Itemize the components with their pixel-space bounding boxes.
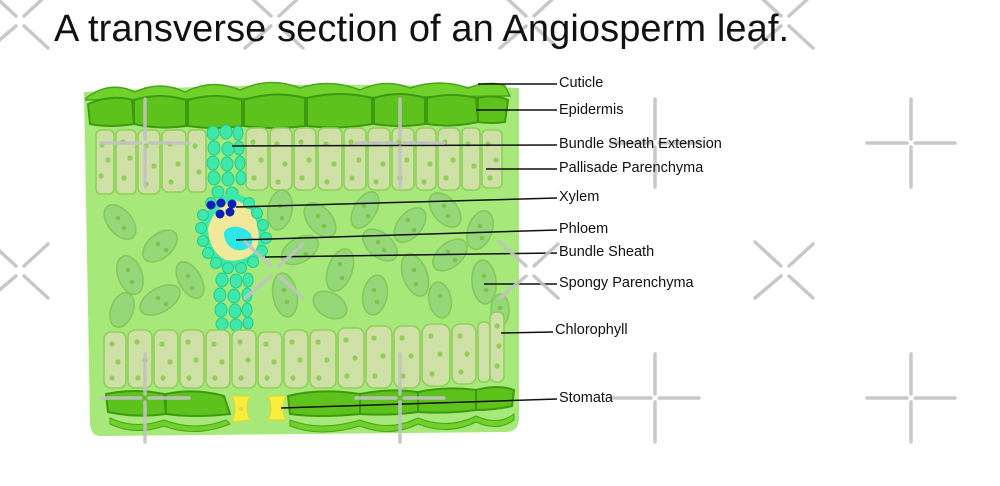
watermark-plus-icon	[99, 352, 191, 444]
watermark-pattern	[0, 0, 957, 444]
diagram-title: A transverse section of an Angiosperm le…	[54, 8, 790, 50]
watermark-plus-icon	[354, 97, 446, 189]
stomata	[231, 395, 287, 423]
label-stomata: Stomata	[559, 390, 613, 406]
bundle-sheath-ring	[195, 197, 272, 274]
label-cuticle: Cuticle	[559, 75, 604, 91]
watermark-x-icon	[243, 0, 305, 50]
label-spongy-parenchyma: Spongy Parenchyma	[559, 275, 694, 291]
guard-cell-right	[267, 395, 287, 421]
label-epidermis: Epidermis	[559, 102, 624, 118]
watermark-plus-icon	[865, 97, 957, 189]
watermark-x-icon	[0, 0, 50, 50]
watermark-x-icon	[498, 0, 560, 50]
watermark-x-icon	[0, 242, 50, 300]
label-phloem: Phloem	[559, 221, 609, 237]
watermark-plus-icon	[865, 352, 957, 444]
upper-epidermis	[86, 93, 510, 129]
label-chlorophyll: Chlorophyll	[555, 322, 628, 338]
watermark-x-icon	[498, 240, 560, 300]
bundle-sheath-extension-cells	[206, 124, 247, 200]
lower-palisade-layer	[103, 311, 505, 389]
watermark-plus-icon	[99, 97, 191, 189]
label-xylem: Xylem	[559, 189, 600, 205]
watermark-plus-icon	[354, 352, 446, 444]
label-bundle-sheath-extension: Bundle Sheath Extension	[559, 136, 722, 152]
upper-palisade-layer	[95, 127, 503, 195]
vascular-bundle	[195, 192, 272, 274]
watermark-x-icon	[753, 0, 815, 50]
watermark-plus-icon	[609, 352, 701, 444]
watermark-plus-icon	[609, 97, 701, 189]
spongy-chloroplasts	[115, 203, 503, 311]
lower-bundle-sheath-extension	[213, 272, 254, 332]
stomatal-pore	[250, 399, 268, 417]
xylem-vessels	[206, 198, 237, 219]
label-bundle-sheath: Bundle Sheath	[559, 244, 655, 260]
label-pallisade-parenchyma: Pallisade Parenchyma	[559, 160, 704, 176]
watermark-x-icon	[753, 240, 815, 300]
leader-lines	[231, 83, 558, 409]
watermark-x-icon	[243, 240, 305, 300]
